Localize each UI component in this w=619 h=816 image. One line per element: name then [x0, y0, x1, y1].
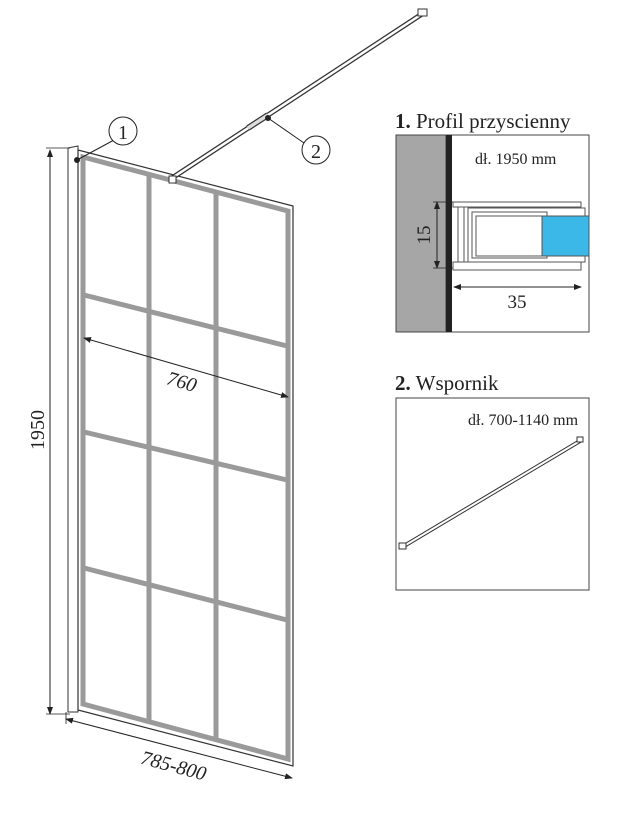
mullion — [83, 292, 288, 349]
svg-text:2. Wspornik: 2. Wspornik — [395, 371, 499, 395]
svg-text:1. Profil przyscienny: 1. Profil przyscienny — [395, 109, 571, 133]
detail-1-number: 1. — [395, 109, 411, 133]
detail-wall-profile: 1. Profil przyscienny dł. 1950 mm 15 35 — [395, 109, 590, 333]
callout-2: 2 — [265, 115, 331, 165]
panel-frame — [77, 149, 294, 767]
total-width-dim-label: 785-800 — [139, 747, 209, 786]
callout-1-label: 1 — [118, 122, 128, 144]
support-bracket — [168, 8, 428, 184]
detail-2-title: Wspornik — [416, 371, 499, 395]
detail-1-dim-width: 35 — [508, 292, 527, 313]
detail-1-dim-height: 15 — [414, 226, 435, 245]
glass-width-dim-label: 760 — [164, 368, 199, 397]
detail-bracket: 2. Wspornik dł. 700-1140 mm — [395, 371, 590, 591]
mullion — [83, 429, 288, 483]
detail-2-number: 2. — [395, 371, 411, 395]
callout-1: 1 — [74, 116, 138, 163]
glass-width-dimension: 760 — [83, 337, 289, 398]
mullion — [83, 565, 288, 623]
wall-profile — [67, 145, 79, 713]
detail-2-length: dł. 700-1140 mm — [468, 412, 579, 429]
glass-section — [541, 215, 590, 257]
detail-1-title: Profil przyscienny — [416, 109, 571, 133]
detail-1-length: dł. 1950 mm — [475, 151, 557, 168]
callout-2-label: 2 — [311, 141, 321, 163]
height-dimension: 1950 — [27, 147, 70, 715]
shower-panel — [67, 145, 294, 767]
height-dim-label: 1950 — [27, 410, 49, 450]
